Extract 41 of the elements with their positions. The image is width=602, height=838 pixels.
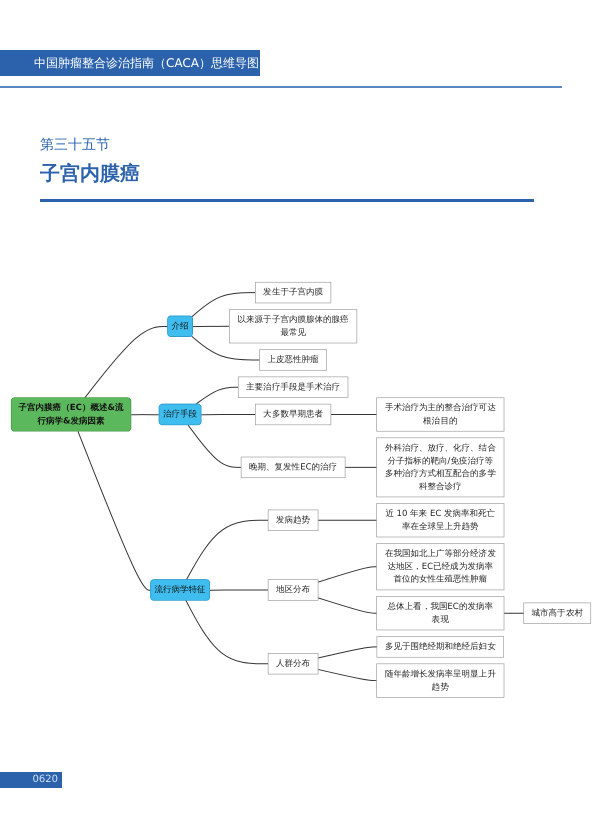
node-box: 外科治疗、放疗、化疗、结合分子指标的靶向/免疫治疗等多种治疗方式相互配合的多学科整合诊疗 bbox=[376, 438, 504, 498]
connector bbox=[191, 336, 260, 361]
connector bbox=[344, 467, 378, 468]
connector bbox=[192, 326, 230, 328]
connector bbox=[318, 566, 378, 583]
node-box: 上皮恶性肿瘤 bbox=[259, 349, 327, 371]
node-box: 多见于围绝经期和绝经后妇女 bbox=[376, 636, 504, 658]
page-title: 子宫内膜癌 bbox=[40, 160, 140, 187]
connector bbox=[200, 414, 256, 416]
node-box: 人群分布 bbox=[268, 653, 318, 675]
connector bbox=[191, 292, 256, 318]
connector bbox=[186, 520, 269, 581]
node-box: 晚期、复发性EC的治疗 bbox=[240, 456, 346, 478]
node-box: 城市高于农村 bbox=[523, 602, 592, 624]
connector bbox=[318, 646, 378, 659]
connector bbox=[78, 431, 152, 591]
node-box: 发病趋势 bbox=[268, 510, 318, 532]
connector bbox=[194, 386, 239, 406]
node-box: 大多数早期患者 bbox=[255, 404, 332, 426]
connector bbox=[130, 414, 160, 416]
connector bbox=[318, 520, 378, 521]
connector bbox=[504, 612, 524, 614]
header-banner: 中国肿瘤整合诊治指南（CACA）思维导图 bbox=[0, 50, 260, 76]
node-box: 在我国如北上广等部分经济发达地区，EC已经成为发病率首位的女性生殖恶性肿瘤 bbox=[376, 543, 504, 590]
node-box: 随年龄增长发病率呈明显上升趋势 bbox=[376, 664, 504, 698]
node-box: 发生于子宫内膜 bbox=[255, 282, 332, 304]
connector bbox=[318, 669, 378, 682]
connector bbox=[185, 600, 269, 664]
node-box: 主要治疗手段是手术治疗 bbox=[238, 376, 348, 398]
connector bbox=[318, 598, 378, 614]
section-number: 第三十五节 bbox=[40, 136, 110, 154]
node-box: 以来源于子宫内膜腺体的腺癌最常见 bbox=[229, 309, 358, 344]
page-number: 0620 bbox=[0, 772, 62, 788]
connector bbox=[330, 414, 378, 416]
connector bbox=[188, 424, 242, 468]
connector bbox=[84, 326, 168, 399]
node-box: 总体上看，我国EC的发病率表现 bbox=[376, 596, 504, 630]
node-box: 近 10 年来 EC 发病率和死亡率在全球呈上升趋势 bbox=[376, 503, 504, 538]
connector bbox=[210, 590, 269, 591]
node-box: 手术治疗为主的整合治疗可达根治目的 bbox=[376, 398, 504, 432]
node-box: 地区分布 bbox=[268, 580, 318, 601]
